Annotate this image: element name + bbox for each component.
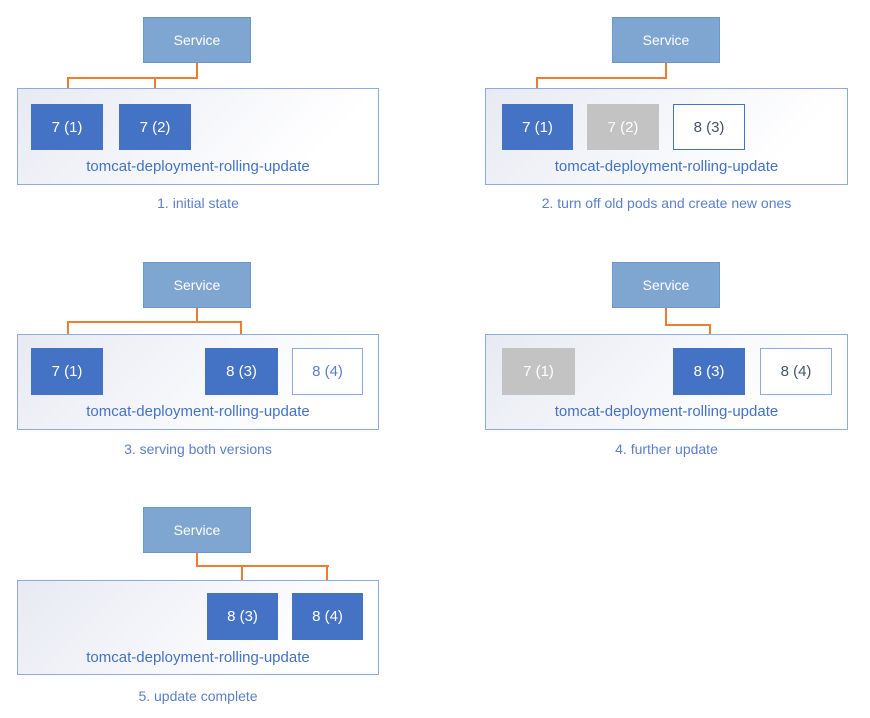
panel-caption: 1. initial state — [157, 195, 239, 211]
pod-label: 8 (4) — [312, 608, 343, 625]
pod-8-3: 8 (3) — [205, 348, 278, 395]
connector-line — [154, 77, 156, 95]
service-label: Service — [173, 32, 221, 48]
connector-line — [196, 565, 329, 567]
pod-label: 7 (1) — [51, 118, 83, 136]
deployment-label: tomcat-deployment-rolling-update — [554, 158, 779, 175]
connector-line — [665, 308, 667, 326]
service-box: Service — [143, 17, 251, 63]
service-label: Service — [642, 277, 690, 293]
service-box: Service — [143, 262, 251, 308]
pod-7-1: 7 (1) — [502, 348, 575, 395]
connector-line — [326, 565, 328, 584]
connector-line — [67, 77, 69, 95]
service-label: Service — [642, 32, 690, 48]
pod-label: 8 (3) — [693, 363, 725, 380]
pod-label: 7 (2) — [139, 118, 171, 136]
pod-8-4: 8 (4) — [760, 348, 832, 395]
connector-line — [536, 77, 538, 95]
panel-caption: 2. turn off old pods and create new ones — [541, 195, 792, 211]
service-box: Service — [612, 17, 720, 63]
pod-label: 7 (1) — [523, 363, 554, 380]
connector-line — [196, 308, 198, 323]
pod-label: 8 (3) — [226, 363, 257, 380]
pod-8-3: 8 (3) — [673, 104, 745, 150]
pod-7-1: 7 (1) — [31, 104, 103, 150]
connector-line — [67, 321, 69, 339]
pod-7-1: 7 (1) — [502, 104, 573, 150]
connector-line — [67, 77, 198, 79]
connector-line — [709, 324, 711, 339]
pod-label: 8 (4) — [780, 363, 812, 380]
connector-line — [67, 321, 242, 323]
connector-line — [196, 63, 198, 79]
pod-7-2: 7 (2) — [587, 104, 659, 150]
pod-label: 8 (3) — [227, 608, 258, 625]
pod-7-2: 7 (2) — [119, 104, 191, 150]
connector-line — [536, 77, 667, 79]
connector-line — [196, 553, 198, 567]
connector-line — [665, 324, 711, 326]
service-box: Service — [143, 507, 251, 553]
deployment-label: tomcat-deployment-rolling-update — [554, 403, 779, 420]
panel-caption: 5. update complete — [138, 688, 258, 704]
deployment-label: tomcat-deployment-rolling-update — [86, 649, 310, 666]
panel-caption: 3. serving both versions — [124, 441, 272, 457]
pod-8-4: 8 (4) — [292, 348, 363, 395]
connector-line — [240, 321, 242, 339]
deployment-label: tomcat-deployment-rolling-update — [86, 158, 310, 175]
deployment-label: tomcat-deployment-rolling-update — [86, 403, 310, 420]
service-label: Service — [173, 277, 221, 293]
connector-line — [665, 63, 667, 79]
panel-caption: 4. further update — [615, 441, 718, 457]
pod-label: 7 (1) — [522, 118, 553, 136]
connector-line — [241, 565, 243, 584]
pod-label: 7 (2) — [607, 118, 639, 136]
service-label: Service — [173, 522, 221, 538]
pod-label: 8 (4) — [312, 363, 343, 380]
pod-8-4: 8 (4) — [292, 593, 363, 640]
pod-label: 7 (1) — [51, 363, 83, 380]
pod-7-1: 7 (1) — [31, 348, 103, 395]
pod-8-3: 8 (3) — [673, 348, 745, 395]
pod-8-3: 8 (3) — [207, 593, 278, 640]
pod-label: 8 (3) — [693, 118, 725, 136]
service-box: Service — [612, 262, 720, 308]
